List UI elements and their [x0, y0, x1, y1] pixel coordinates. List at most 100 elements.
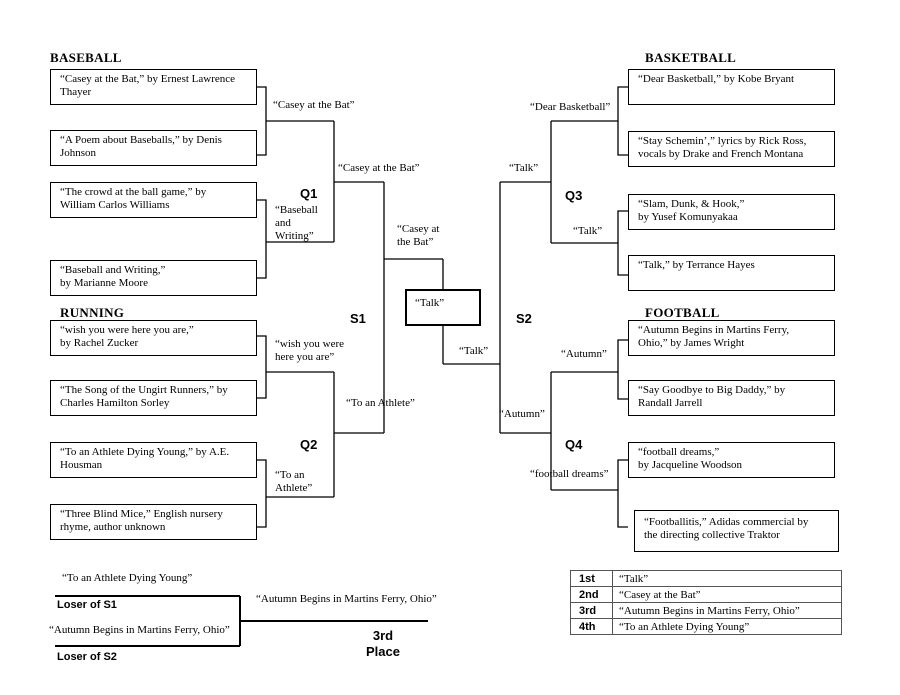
round-label-q2: Q2	[300, 437, 318, 452]
entry-line: “A Poem about Baseballs,” by Denis	[60, 134, 222, 146]
entry-song-of-ungirt-runners: “The Song of the Ungirt Runners,” by Cha…	[50, 380, 257, 416]
third-place-loser-s1-entry: “To an Athlete Dying Young”	[62, 572, 193, 584]
results-value: “Talk”	[612, 570, 842, 587]
entry-line: “Autumn Begins in Martins Ferry,	[638, 324, 790, 336]
winner-running-bottom: “To an Athlete”	[275, 469, 312, 495]
entry-line: rhyme, author unknown	[60, 521, 166, 533]
entry-wish-you-were-here: “wish you were here you are,” by Rachel …	[50, 320, 257, 356]
results-value: “To an Athlete Dying Young”	[612, 618, 842, 635]
winner-football-bottom: “football dreams”	[530, 468, 609, 480]
entry-line: Randall Jarrell	[638, 397, 703, 409]
results-rank: 2nd	[570, 586, 613, 603]
entry-line: “Three Blind Mice,” English nursery	[60, 508, 223, 520]
entry-line: “Talk,” by Terrance Hayes	[638, 259, 755, 271]
entry-line: Ohio,” by James Wright	[638, 337, 745, 349]
results-rank: 1st	[570, 570, 613, 587]
entry-line: “Dear Basketball,” by Kobe Bryant	[638, 73, 795, 85]
champion-box: “Talk”	[405, 289, 481, 326]
entry-slam-dunk-hook: “Slam, Dunk, & Hook,” by Yusef Komunyaka…	[628, 194, 835, 230]
results-row: 2nd “Casey at the Bat”	[570, 586, 842, 603]
winner-q4: “Autumn”	[499, 408, 545, 420]
results-value: “Casey at the Bat”	[612, 586, 842, 603]
third-place-title: 3rd Place	[360, 628, 406, 660]
winner-q3: “Talk”	[509, 162, 539, 174]
winner-line: and	[275, 217, 291, 229]
entry-line: Johnson	[60, 147, 97, 159]
third-place-loser-s2-entry: “Autumn Begins in Martins Ferry, Ohio”	[49, 624, 230, 636]
entry-line: “football dreams,”	[638, 446, 720, 458]
winner-line: “Casey at	[397, 223, 440, 235]
results-rank: 3rd	[570, 602, 613, 619]
entry-line: “To an Athlete Dying Young,” by A.E.	[60, 446, 230, 458]
winner-line: “To an	[275, 469, 305, 481]
entry-line: “wish you were here you are,”	[60, 324, 194, 336]
entry-line: “Baseball and Writing,”	[60, 264, 166, 276]
entry-line: “Footballitis,” Adidas commercial by	[644, 516, 809, 528]
winner-s2: “Talk”	[459, 345, 489, 357]
entry-casey-at-the-bat: “Casey at the Bat,” by Ernest Lawrence T…	[50, 69, 257, 105]
entry-line: Thayer	[60, 86, 92, 98]
entry-poem-about-baseballs: “A Poem about Baseballs,” by Denis Johns…	[50, 130, 257, 166]
entry-say-goodbye-to-big-daddy: “Say Goodbye to Big Daddy,” by Randall J…	[628, 380, 835, 416]
third-place-title-line: 3rd	[372, 628, 394, 643]
entry-line: “Slam, Dunk, & Hook,”	[638, 198, 745, 210]
champion-title: “Talk”	[415, 297, 445, 309]
section-baseball: BASEBALL	[50, 50, 122, 65]
winner-baseball-top: “Casey at the Bat”	[273, 99, 355, 111]
entry-line: vocals by Drake and French Montana	[638, 148, 804, 160]
entry-line: by Jacqueline Woodson	[638, 459, 743, 471]
winner-basketball-bottom: “Talk”	[573, 225, 603, 237]
entry-line: William Carlos Williams	[60, 199, 170, 211]
winner-baseball-bottom: “Baseball and Writing”	[275, 204, 318, 243]
entry-line: “Stay Schemin’,” lyrics by Rick Ross,	[638, 135, 807, 147]
entry-crowd-at-ball-game: “The crowd at the ball game,” by William…	[50, 182, 257, 218]
round-label-s1: S1	[350, 311, 366, 326]
entry-line: the directing collective Traktor	[644, 529, 780, 541]
third-place-loser-s2-label: Loser of S2	[57, 651, 117, 663]
entry-line: “The crowd at the ball game,” by	[60, 186, 207, 198]
winner-line: the Bat”	[397, 236, 434, 248]
winner-q1: “Casey at the Bat”	[338, 162, 420, 174]
section-running: RUNNING	[60, 305, 125, 320]
winner-line: “Baseball	[275, 204, 318, 216]
final-results-table: 1st “Talk” 2nd “Casey at the Bat” 3rd “A…	[570, 570, 842, 635]
entry-football-dreams: “football dreams,” by Jacqueline Woodson	[628, 442, 835, 478]
winner-running-top: “wish you were here you are”	[275, 338, 344, 364]
entry-talk: “Talk,” by Terrance Hayes	[628, 255, 835, 291]
winner-s1: “Casey at the Bat”	[397, 223, 439, 249]
winner-line: Writing”	[275, 230, 314, 242]
winner-football-top: “Autumn”	[561, 348, 607, 360]
section-basketball: BASKETBALL	[645, 50, 737, 65]
winner-q2: “To an Athlete”	[346, 397, 415, 409]
entry-autumn-begins: “Autumn Begins in Martins Ferry, Ohio,” …	[628, 320, 835, 356]
round-label-s2: S2	[516, 311, 532, 326]
results-row: 3rd “Autumn Begins in Martins Ferry, Ohi…	[570, 602, 842, 619]
third-place-winner: “Autumn Begins in Martins Ferry, Ohio”	[256, 593, 437, 605]
entry-baseball-and-writing: “Baseball and Writing,” by Marianne Moor…	[50, 260, 257, 296]
entry-line: by Rachel Zucker	[60, 337, 139, 349]
section-football: FOOTBALL	[645, 305, 720, 320]
entry-line: “Casey at the Bat,” by Ernest Lawrence	[60, 73, 236, 85]
round-label-q4: Q4	[565, 437, 583, 452]
entry-line: Charles Hamilton Sorley	[60, 397, 170, 409]
results-value: “Autumn Begins in Martins Ferry, Ohio”	[612, 602, 842, 619]
results-row: 1st “Talk”	[570, 570, 842, 587]
entry-line: “The Song of the Ungirt Runners,” by	[60, 384, 228, 396]
third-place-loser-s1-label: Loser of S1	[57, 599, 117, 611]
entry-to-an-athlete-dying-young: “To an Athlete Dying Young,” by A.E. Hou…	[50, 442, 257, 478]
entry-line: “Say Goodbye to Big Daddy,” by	[638, 384, 786, 396]
entry-stay-schemin: “Stay Schemin’,” lyrics by Rick Ross, vo…	[628, 131, 835, 167]
winner-basketball-top: “Dear Basketball”	[530, 101, 611, 113]
entry-three-blind-mice: “Three Blind Mice,” English nursery rhym…	[50, 504, 257, 540]
winner-line: here you are”	[275, 351, 335, 363]
round-label-q3: Q3	[565, 188, 583, 203]
winner-line: Athlete”	[275, 482, 313, 494]
results-rank: 4th	[570, 618, 613, 635]
entry-line: by Yusef Komunyakaa	[638, 211, 738, 223]
round-label-q1: Q1	[300, 186, 318, 201]
third-place-title-line: Place	[366, 644, 400, 659]
entry-line: by Marianne Moore	[60, 277, 148, 289]
results-row: 4th “To an Athlete Dying Young”	[570, 618, 842, 635]
